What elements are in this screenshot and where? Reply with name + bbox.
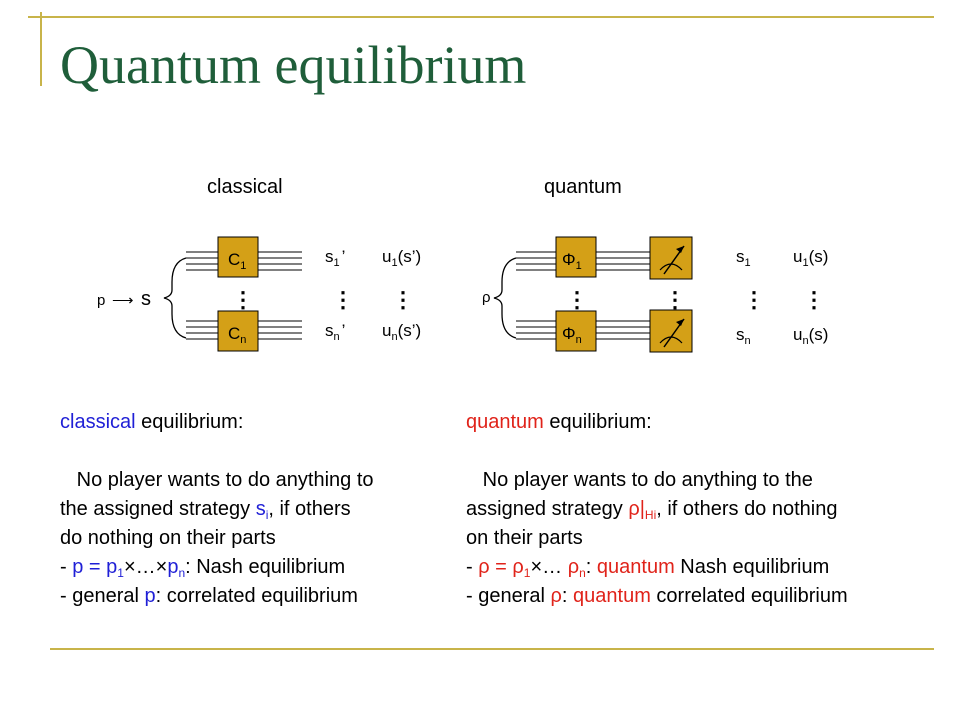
- classical-text-line2: the assigned strategy si, if others: [60, 498, 351, 522]
- classical-arrow: ⟶: [112, 292, 134, 309]
- quantum-box-n: [555, 310, 597, 352]
- classical-source-s: s: [141, 288, 151, 310]
- decorative-vertical-line: [40, 12, 42, 86]
- classical-source-p: p: [97, 292, 105, 309]
- quantum-brace: [493, 257, 517, 339]
- classical-box-1: [217, 236, 259, 278]
- quantum-u1-label: u1(s): [793, 247, 828, 269]
- decorative-top-line: [28, 16, 934, 18]
- classical-text-line5: - general p: correlated equilibrium: [60, 585, 358, 607]
- quantum-source-rho: ρ: [482, 289, 491, 306]
- quantum-s-dots: ⋮: [743, 287, 765, 312]
- classical-text-line1: No player wants to do anything to: [60, 469, 374, 491]
- classical-diagram: p ⟶ s C1 Cn ⋮ ⋮ ⋮ s1’ sn’ u1(s’) un(s’): [97, 236, 421, 352]
- quantum-un-label: un(s): [793, 325, 828, 347]
- quantum-sn-label: sn: [736, 325, 751, 347]
- classical-text-heading: classical equilibrium:: [60, 411, 244, 433]
- quantum-measurement-1: [649, 236, 693, 280]
- classical-heading: classical: [207, 176, 283, 198]
- classical-u1-label: u1(s’): [382, 247, 421, 269]
- meter-1-icon: [659, 245, 685, 275]
- quantum-text-line3: on their parts: [466, 527, 583, 549]
- classical-brace: [163, 257, 187, 339]
- quantum-text-line2: assigned strategy ρ|Hi, if others do not…: [466, 498, 838, 522]
- classical-box-1-label: C1: [228, 250, 246, 272]
- quantum-u-dots: ⋮: [803, 287, 825, 312]
- quantum-text-heading: quantum equilibrium:: [466, 411, 652, 433]
- quantum-box-dots: ⋮: [566, 287, 588, 312]
- quantum-text-line4: - ρ = ρ1×… ρn: quantum Nash equilibrium: [466, 556, 830, 580]
- quantum-text-line1: No player wants to do anything to the: [466, 469, 813, 491]
- decorative-bottom-line: [50, 648, 934, 650]
- quantum-box-n-label: Φn: [562, 324, 582, 346]
- classical-text-line4: - p = p1×…×pn: Nash equilibrium: [60, 556, 346, 580]
- quantum-meter-dots: ⋮: [664, 287, 686, 312]
- slide-title: Quantum equilibrium: [60, 35, 527, 95]
- quantum-wires: [516, 251, 650, 340]
- classical-s1-label: s1’: [325, 247, 345, 269]
- classical-box-n-label: Cn: [228, 324, 246, 346]
- classical-wires: [186, 251, 302, 340]
- classical-sn-label: sn’: [325, 321, 345, 343]
- classical-s-dots: ⋮: [332, 287, 354, 312]
- meter-n-icon: [659, 318, 685, 348]
- classical-box-n: [217, 310, 259, 352]
- classical-u-dots: ⋮: [392, 287, 414, 312]
- classical-un-label: un(s’): [382, 321, 421, 343]
- quantum-box-1: [555, 236, 597, 278]
- quantum-heading: quantum: [544, 176, 622, 198]
- quantum-measurement-n: [649, 309, 693, 353]
- quantum-equilibrium-text: quantum equilibrium: No player wants to …: [466, 408, 848, 611]
- quantum-text-line5: - general ρ: quantum correlated equilibr…: [466, 585, 848, 607]
- quantum-diagram: ρ Φ1 Φn ⋮ ⋮ ⋮ ⋮ s1 sn u1(s): [482, 236, 828, 353]
- classical-box-dots: ⋮: [232, 287, 254, 312]
- quantum-s1-label: s1: [736, 247, 751, 269]
- quantum-box-1-label: Φ1: [562, 250, 582, 272]
- classical-text-line3: do nothing on their parts: [60, 527, 276, 549]
- classical-equilibrium-text: classical equilibrium: No player wants t…: [60, 408, 374, 611]
